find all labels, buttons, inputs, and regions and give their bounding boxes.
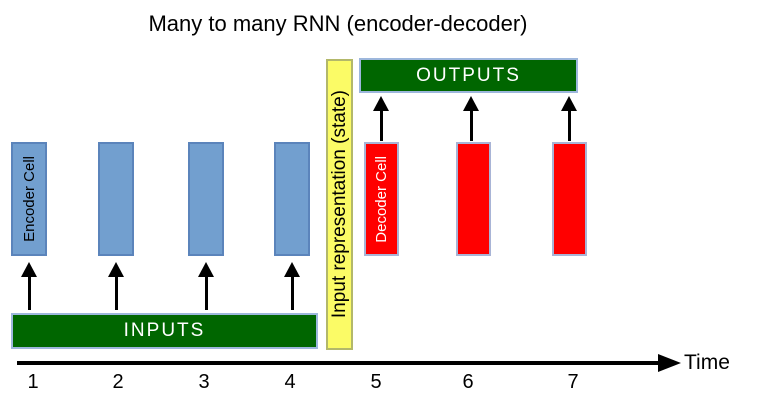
time-tick-1: 1 [27,371,39,393]
output-arrow-2-icon [463,96,479,141]
input-arrow-2-icon [108,262,124,310]
encoder-cell-2 [98,142,134,256]
diagram-title: Many to many RNN (encoder-decoder) [148,11,528,36]
time-tick-5: 5 [370,371,382,393]
input-arrow-3-icon [198,262,214,310]
input-arrow-4-icon [284,262,300,310]
decoder-cell-1: Decoder Cell [364,142,399,256]
state-bar: Input representation (state) [326,59,353,350]
output-arrow-1-icon [373,96,389,141]
inputs-label: INPUTS [123,320,206,341]
time-tick-3: 3 [198,371,210,393]
encoder-cell-label: Encoder Cell [20,156,38,242]
outputs-label: OUTPUTS [416,64,521,86]
decoder-cell-3 [552,142,587,256]
encoder-cell-3 [188,142,224,256]
time-axis-line [17,361,660,365]
time-tick-6: 6 [462,371,474,393]
state-bar-label: Input representation (state) [329,90,350,319]
time-tick-2: 2 [112,371,124,393]
decoder-cell-2 [456,142,491,256]
time-tick-4: 4 [284,371,296,393]
encoder-cell-4 [274,142,310,256]
decoder-cell-label: Decoder Cell [373,155,390,243]
time-tick-7: 7 [567,371,579,393]
input-arrow-1-icon [21,262,37,310]
outputs-bar: OUTPUTS [359,58,578,93]
encoder-cell-1: Encoder Cell [11,142,47,256]
inputs-bar: INPUTS [11,313,318,349]
time-axis-arrowhead-icon [658,354,681,372]
output-arrow-3-icon [561,96,577,141]
time-axis-label: Time [684,351,730,374]
